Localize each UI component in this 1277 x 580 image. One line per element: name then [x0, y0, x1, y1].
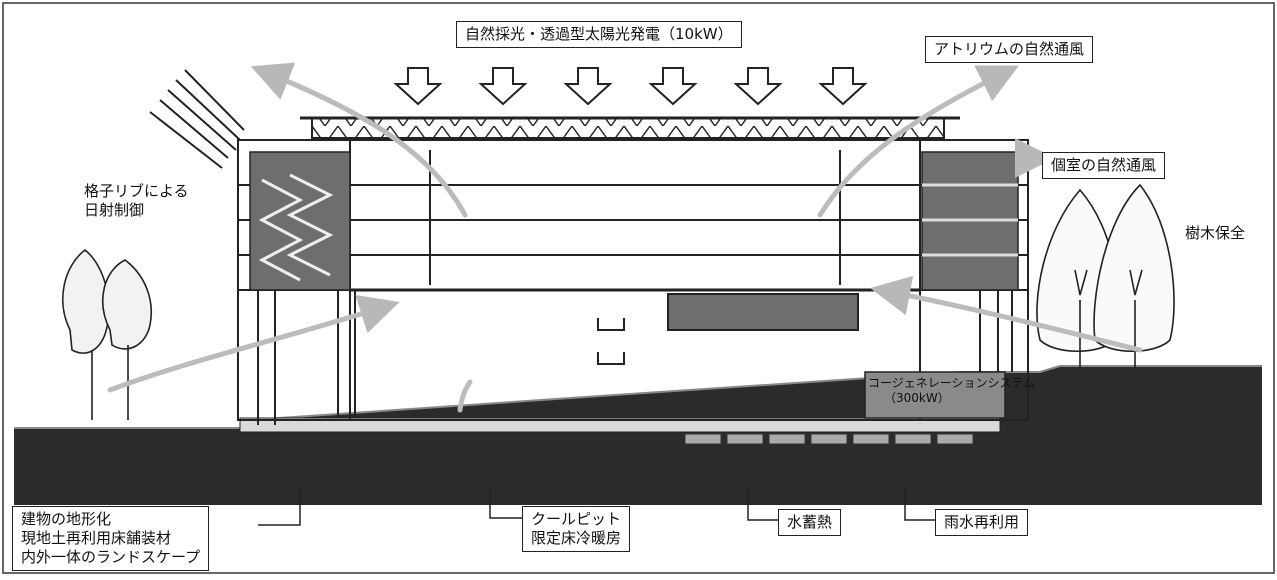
atrium-ventilation-label: アトリウムの自然通風 [925, 36, 1094, 63]
louver-label-line2: 日射制御 [84, 201, 145, 219]
cogeneration-label-line2: （300kW） [884, 391, 950, 405]
coolpit-label: クールピット 限定床冷暖房 [522, 506, 631, 552]
louver-label-line1: 格子リブによる [84, 182, 189, 200]
right-room-block [921, 151, 1019, 291]
coolpit-label-line1: クールピット [531, 510, 622, 528]
pit-strip [239, 417, 1001, 433]
tree-preservation-label: 樹木保全 [1185, 224, 1246, 242]
cogeneration-label: コージェネレーションシステム （300kW） [868, 376, 1035, 406]
stair-marks [597, 318, 625, 365]
roof-truss [300, 116, 960, 139]
terrain-label-line1: 建物の地形化 [21, 510, 112, 528]
louver-label: 格子リブによる 日射制御 [84, 182, 189, 220]
ground-mass [14, 366, 1262, 505]
cogen-box [864, 371, 1006, 419]
room-ventilation-label: 個室の自然通風 [1042, 152, 1166, 179]
sunlight-rays [149, 69, 245, 169]
terrain-label: 建物の地形化 現地土再利用床舗装材 内外一体のランドスケープ [12, 506, 210, 571]
rainwater-label: 雨水再利用 [935, 509, 1029, 536]
daylight-arrows [393, 67, 868, 106]
terrain-label-line3: 内外一体のランドスケープ [21, 548, 201, 566]
suspended-box [667, 293, 859, 331]
water-storage-label: 水蓄熱 [778, 509, 842, 536]
airflow-arrows [107, 62, 1143, 413]
cogeneration-label-line1: コージェネレーションシステム [868, 376, 1036, 390]
trees-left [62, 248, 152, 420]
coolpit-label-line2: 限定床冷暖房 [531, 529, 622, 547]
leader-lines [258, 488, 935, 526]
water-storage-tanks [684, 433, 974, 445]
left-louver-block [249, 151, 351, 291]
trees-right [1036, 183, 1175, 368]
daylight-label: 自然採光・透過型太陽光発電（10kW） [456, 21, 742, 48]
terrain-label-line2: 現地土再利用床舗装材 [21, 529, 172, 547]
columns [257, 290, 1013, 425]
